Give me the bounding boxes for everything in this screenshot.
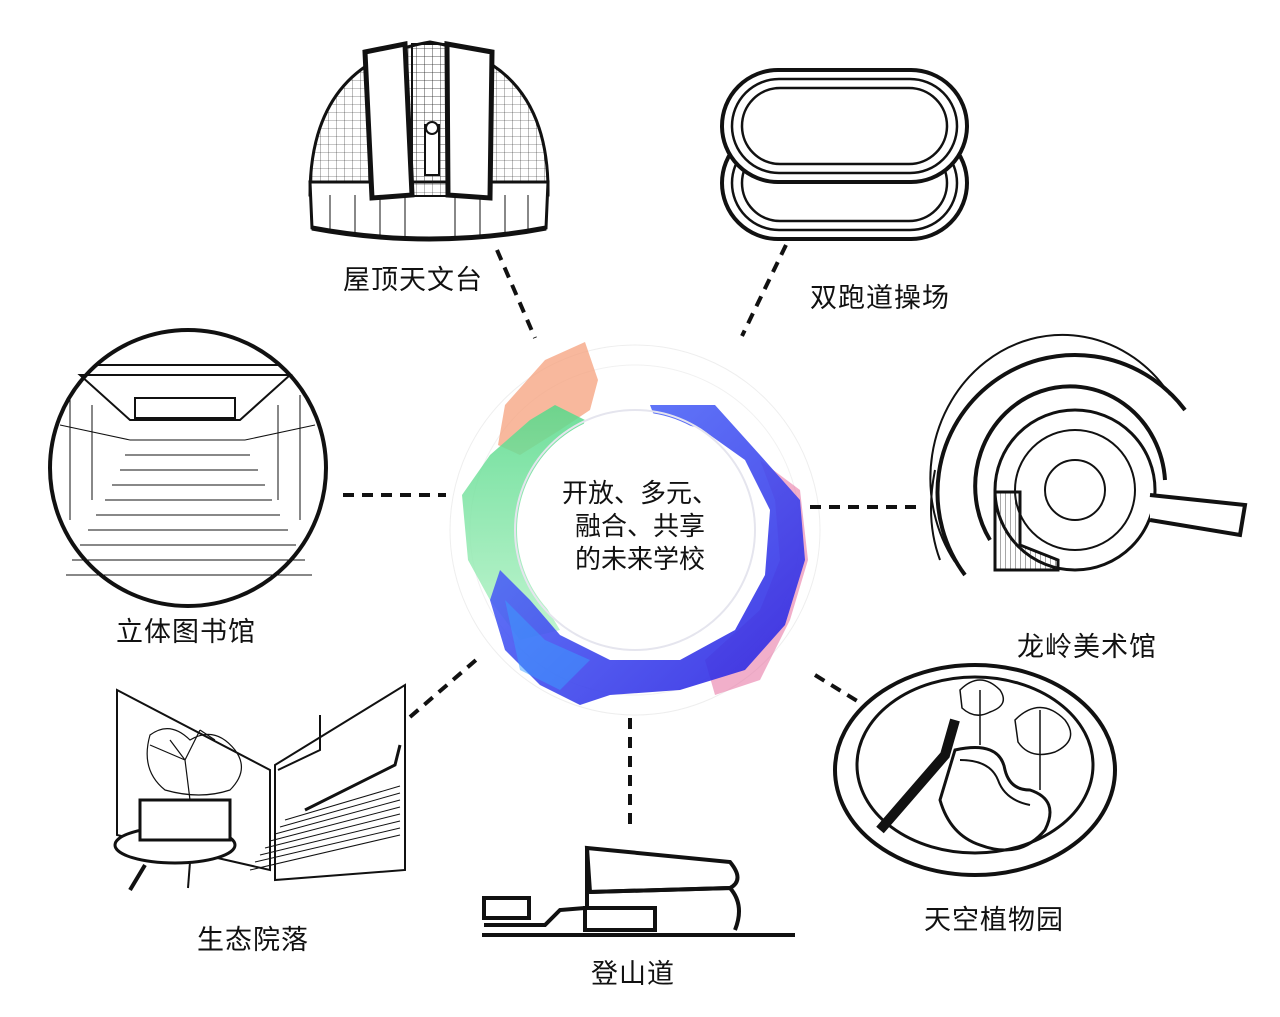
connector-observatory: [495, 249, 537, 339]
label-observatory: 屋顶天文台: [343, 265, 483, 296]
observatory-dome-icon: [308, 40, 550, 242]
connector-track: [740, 244, 788, 337]
label-gallery: 龙岭美术馆: [1017, 632, 1157, 663]
label-climb: 登山道: [591, 959, 675, 990]
spiral-gallery-icon: [929, 333, 1248, 577]
label-courtyard: 生态院落: [197, 925, 309, 956]
connector-garden: [813, 673, 864, 706]
double-running-track-icon: [720, 68, 969, 241]
stepped-library-icon: [48, 328, 328, 608]
label-track: 双跑道操场: [810, 283, 950, 314]
center-title-line-3: 的未来学校: [574, 545, 705, 575]
center-title-line-2: 融合、共享: [574, 512, 705, 542]
connectors: [343, 244, 918, 828]
label-library: 立体图书馆: [116, 617, 256, 648]
center-title: 开放、多元、 融合、共享 的未来学校: [520, 478, 760, 577]
climbing-path-section-icon: [482, 845, 795, 937]
center-ring: [449, 342, 821, 716]
connector-courtyard: [408, 658, 478, 719]
eco-courtyard-icon: [113, 683, 406, 892]
sky-garden-icon: [833, 663, 1117, 877]
center-title-line-1: 开放、多元、: [561, 479, 718, 509]
label-garden: 天空植物园: [924, 905, 1064, 936]
